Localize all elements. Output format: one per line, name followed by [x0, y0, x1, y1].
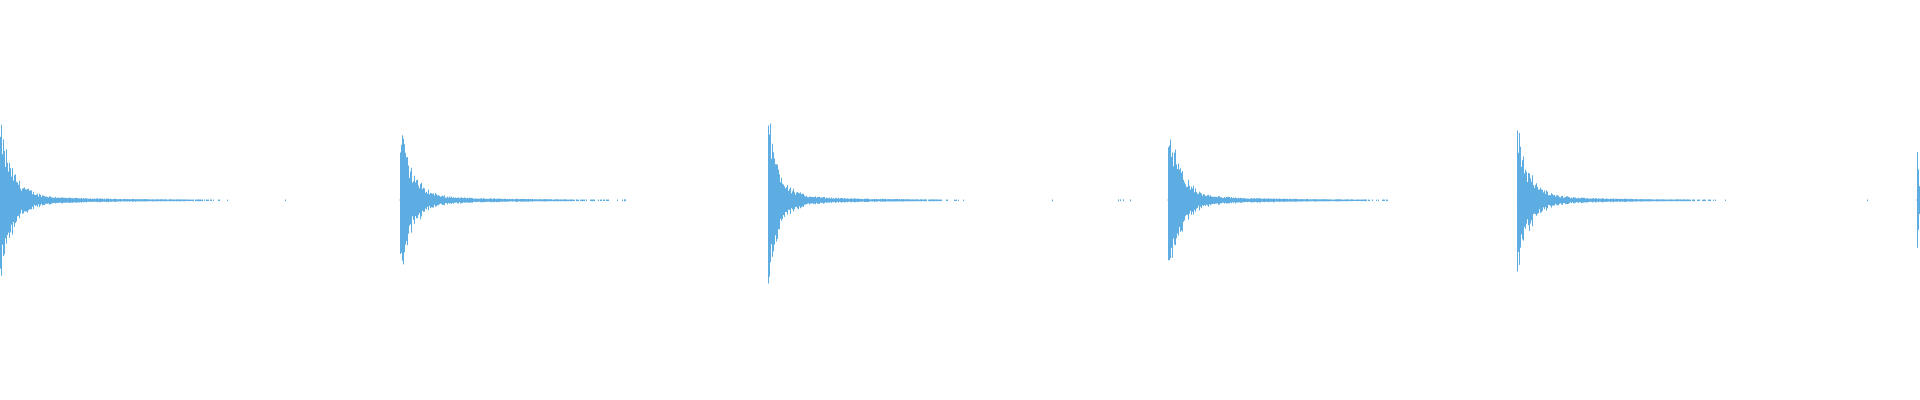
waveform-trace	[0, 123, 1920, 284]
